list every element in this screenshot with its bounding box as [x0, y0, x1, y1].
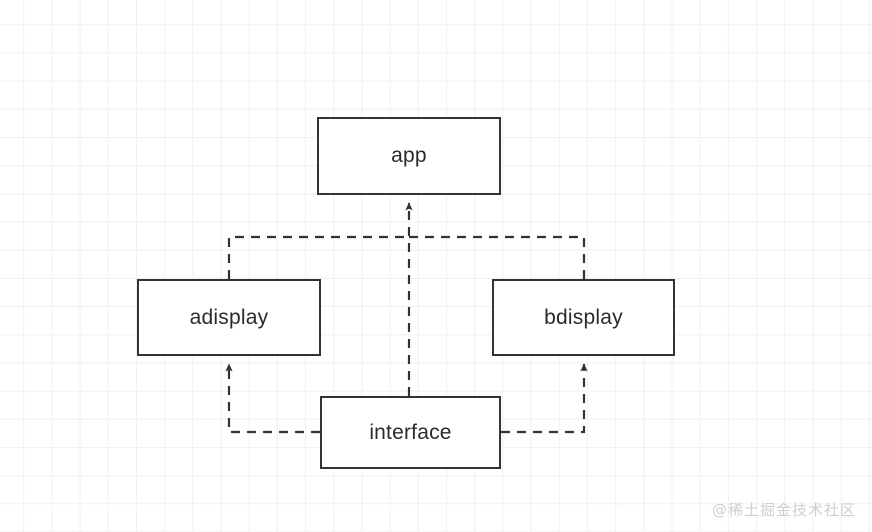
- node-app[interactable]: app: [317, 117, 501, 195]
- watermark: @稀土掘金技术社区: [711, 501, 856, 519]
- edge-interface-to-bdisplay: [501, 363, 588, 434]
- node-bdisplay[interactable]: bdisplay: [492, 279, 675, 356]
- node-bdisplay-label: bdisplay: [544, 305, 623, 329]
- node-adisplay-label: adisplay: [189, 305, 269, 329]
- node-interface-label: interface: [369, 420, 452, 444]
- edge-adisplay-to-bus: [227, 235, 409, 279]
- node-interface[interactable]: interface: [320, 396, 501, 469]
- node-app-label: app: [391, 144, 427, 167]
- node-adisplay[interactable]: adisplay: [137, 279, 321, 356]
- edge-bdisplay-to-bus: [409, 235, 586, 279]
- edge-interface-to-adisplay: [225, 363, 320, 434]
